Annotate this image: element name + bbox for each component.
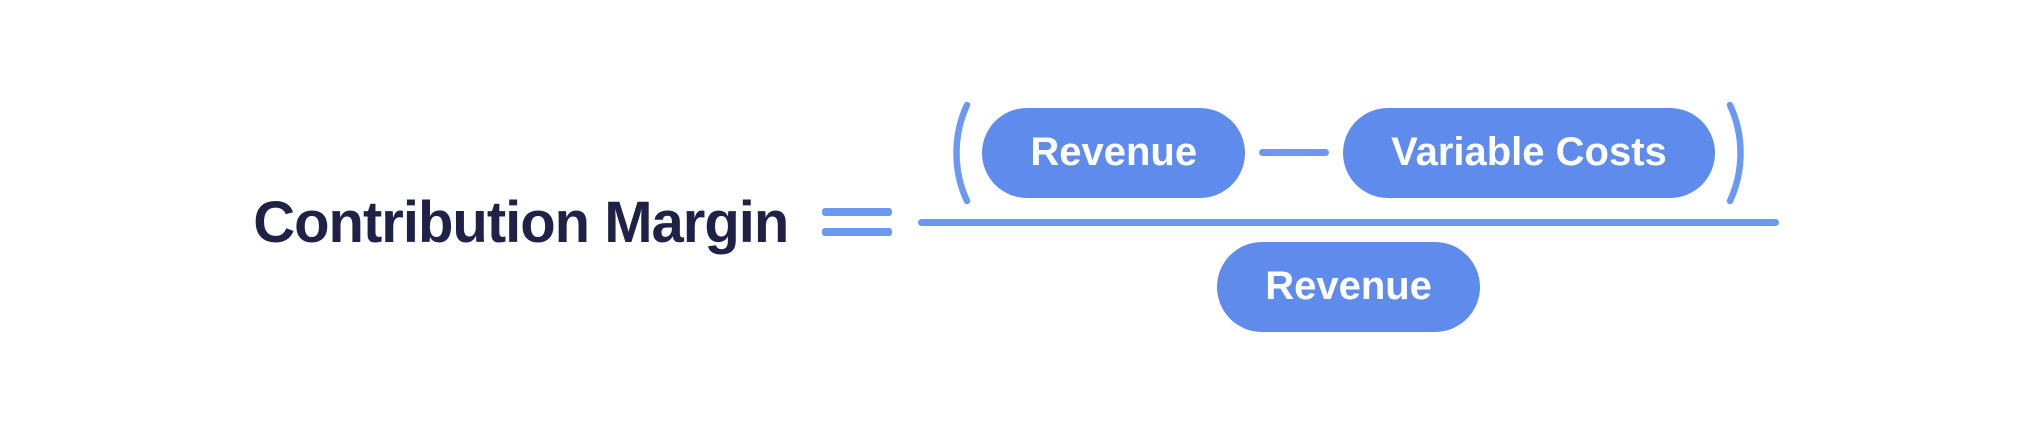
revenue-pill-denominator: Revenue	[1217, 241, 1480, 332]
equals-bottom-bar	[822, 228, 893, 236]
revenue-pill-numerator: Revenue	[982, 107, 1246, 198]
close-paren-icon	[1725, 101, 1751, 205]
formula-lhs-label: Contribution Margin	[253, 189, 789, 255]
variable-costs-pill: Variable Costs	[1343, 107, 1715, 198]
numerator-row: Revenue Variable Costs	[918, 101, 1778, 205]
equals-top-bar	[822, 208, 893, 216]
fraction-bar	[918, 218, 1779, 226]
open-paren-icon	[946, 101, 972, 205]
fraction-block: Revenue Variable Costs Revenue	[918, 101, 1779, 332]
equals-sign	[822, 208, 893, 236]
minus-operator	[1259, 149, 1330, 156]
denominator-row: Revenue	[1217, 241, 1480, 332]
